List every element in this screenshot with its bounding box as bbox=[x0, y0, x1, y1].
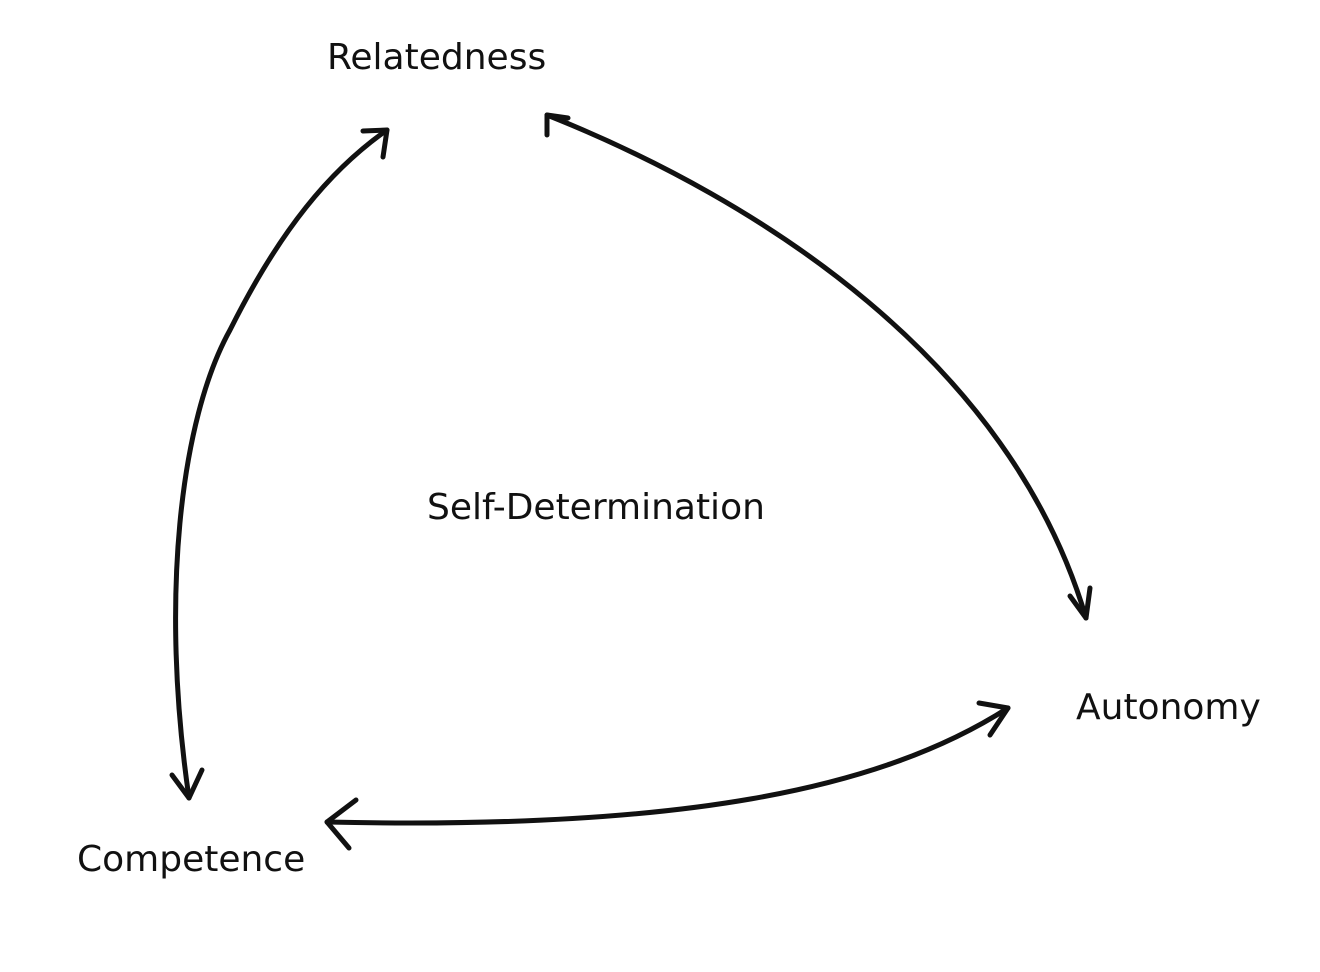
arrowhead-autonomy-end bbox=[1067, 585, 1093, 621]
node-label-autonomy: Autonomy bbox=[1076, 687, 1261, 728]
arrowhead-competence-end bbox=[169, 767, 205, 801]
edge-line bbox=[324, 705, 1011, 826]
edge-autonomy-competence bbox=[324, 700, 1011, 851]
edge-competence-relatedness bbox=[169, 127, 390, 801]
edge-line bbox=[173, 127, 390, 801]
edge-line bbox=[544, 112, 1089, 621]
node-label-competence: Competence bbox=[77, 839, 306, 880]
node-label-relatedness: Relatedness bbox=[327, 37, 547, 78]
arrowhead-autonomy-end bbox=[976, 700, 1011, 738]
arrowhead-competence-end bbox=[324, 797, 359, 851]
edge-relatedness-autonomy bbox=[544, 112, 1093, 621]
arrowhead-relatedness-end bbox=[544, 112, 571, 138]
center-label: Self-Determination bbox=[427, 487, 765, 528]
arrowhead-relatedness-end bbox=[360, 127, 390, 160]
